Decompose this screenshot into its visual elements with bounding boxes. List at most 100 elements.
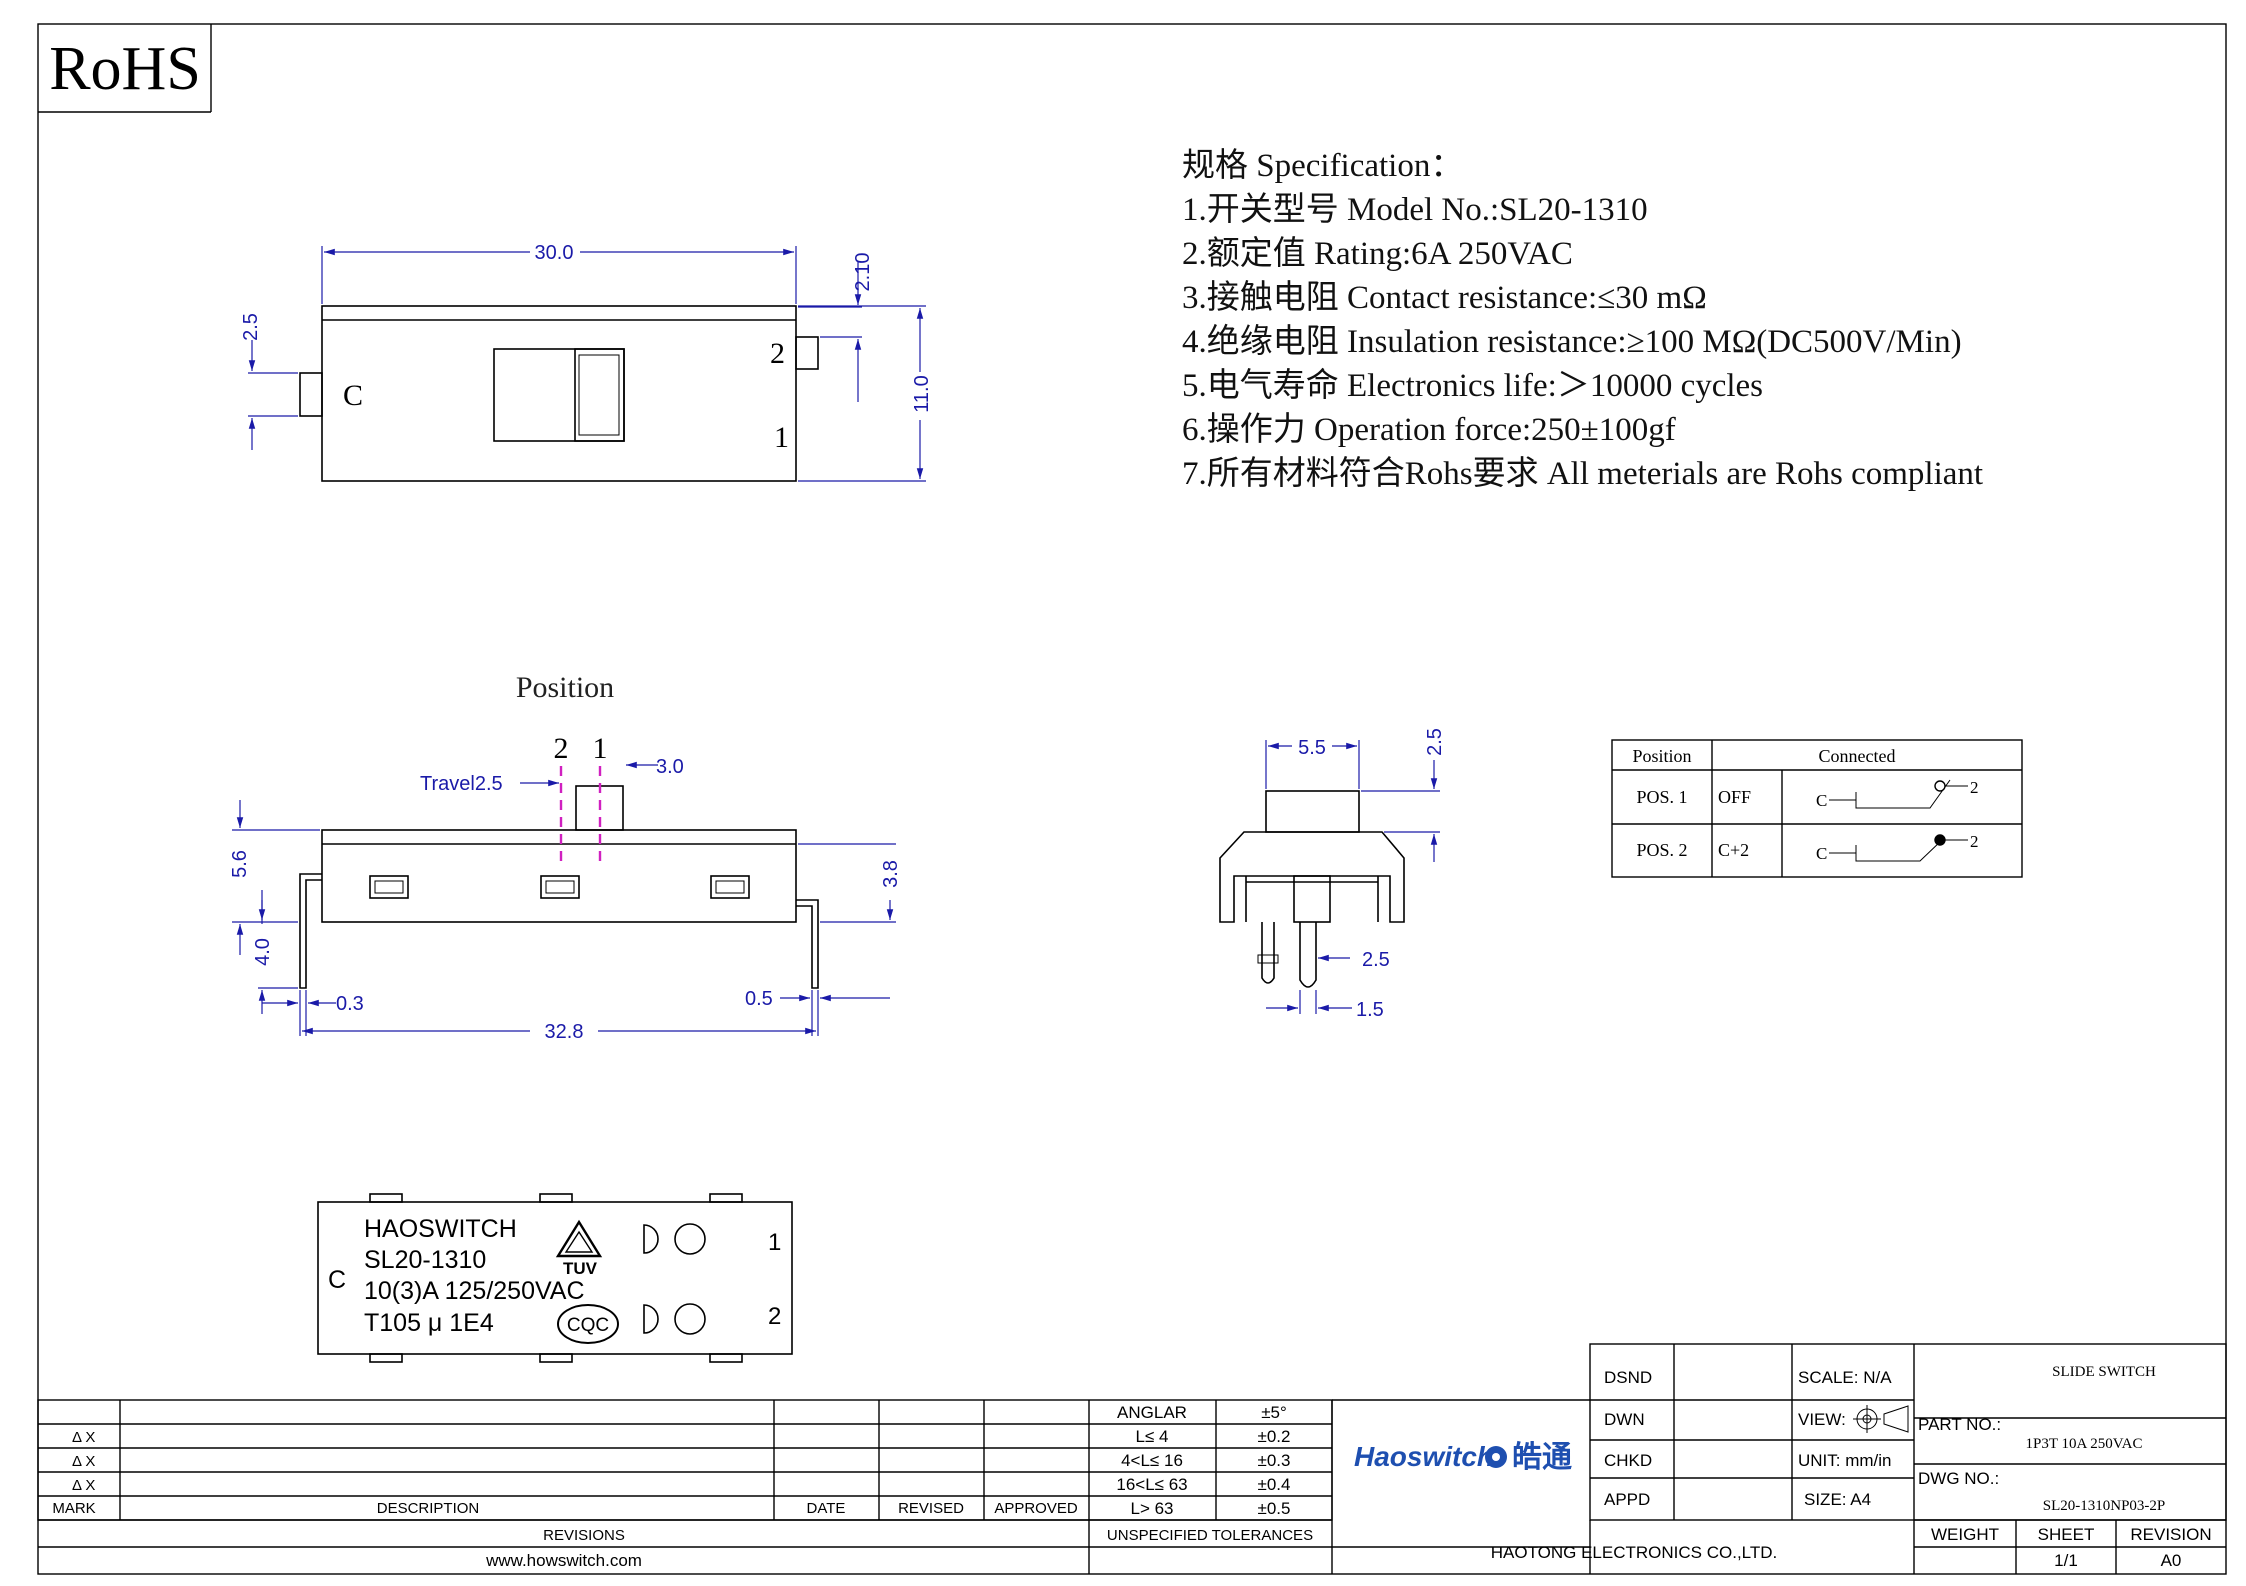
marking-label-2: 2 — [768, 1303, 781, 1330]
pos-1-label: POS. 1 — [1636, 787, 1687, 807]
dim-end-2-5-top: 2.5 — [1424, 728, 1446, 756]
company-name: HAOTONG ELECTRONICS CO.,LTD. — [1491, 1543, 1778, 1562]
logo-chinese: 皓通 — [1512, 1441, 1572, 1474]
haoswitch-logo: Haoswitch 皓通 — [1354, 1441, 1572, 1474]
dim-end-1-5: 1.5 — [1356, 999, 1384, 1021]
scale-label: SCALE: N/A — [1798, 1368, 1892, 1387]
spec-model: 1.开关型号 Model No.:SL20-1310 — [1182, 191, 1648, 228]
tol-value-4: ±0.5 — [1258, 1499, 1291, 1518]
tol-value-1: ±0.2 — [1258, 1427, 1291, 1446]
spec-rohs-compliant: 7.所有材料符合Rohs要求 All meterials are Rohs co… — [1182, 455, 1983, 492]
top-label-c: C — [343, 379, 363, 412]
position-1-label: 1 — [593, 732, 608, 765]
top-label-1: 1 — [774, 421, 789, 454]
tuv-label: TUV — [563, 1259, 598, 1278]
spec-contact-resistance: 3.接触电阻 Contact resistance:≤30 mΩ — [1182, 279, 1707, 316]
pos-2-label: POS. 2 — [1636, 840, 1687, 860]
cqc-logo-icon: CQC — [557, 1304, 619, 1344]
dim-travel: Travel2.5 — [420, 773, 503, 795]
dim-0-3: 0.3 — [336, 993, 364, 1015]
rev-row-3-mark: Δ X — [72, 1477, 95, 1494]
dsnd-label: DSND — [1604, 1368, 1652, 1387]
marking-label-1: 1 — [768, 1229, 781, 1256]
position-table: Position Connected POS. 1 OFF C 2 POS. 2… — [1611, 739, 2023, 878]
dim-32-8: 32.8 — [545, 1021, 584, 1043]
dim-3-8: 3.8 — [880, 860, 902, 888]
dim-5-5: 5.5 — [1298, 737, 1326, 759]
part-no-label: PART NO.: — [1918, 1415, 2001, 1434]
spec-insulation-resistance: 4.绝缘电阻 Insulation resistance:≥100 MΩ(DC5… — [1182, 323, 1962, 360]
tol-range-4: L> 63 — [1130, 1499, 1173, 1518]
revision-label: REVISION — [2130, 1525, 2211, 1544]
specification-list: 规格 Specification： 1.开关型号 Model No.:SL20-… — [1182, 147, 1983, 492]
position-title: Position — [516, 671, 614, 704]
dim-5-6: 5.6 — [229, 850, 251, 878]
dim-actuator-3-0: 3.0 — [656, 756, 684, 778]
dwn-label: DWN — [1604, 1410, 1645, 1429]
pos-1-c: C — [1816, 791, 1827, 810]
tol-range-2: 4<L≤ 16 — [1121, 1451, 1183, 1470]
position-2-label: 2 — [554, 732, 569, 765]
tol-angular-range: ANGLAR — [1117, 1403, 1187, 1422]
top-view: C 2 1 30.0 2.5 2.10 11.0 — [240, 242, 933, 482]
tol-value-3: ±0.4 — [1258, 1475, 1291, 1494]
rev-row-2-mark: Δ X — [72, 1453, 95, 1470]
cqc-label: CQC — [567, 1315, 609, 1336]
dim-right-2-10: 2.10 — [852, 253, 874, 292]
marking-temp: T105 μ 1E4 — [364, 1309, 494, 1337]
dim-height-11: 11.0 — [911, 375, 933, 412]
view-label: VIEW: — [1798, 1410, 1846, 1429]
title-block: Δ X Δ X Δ X MARK DESCRIPTION DATE REVISE… — [37, 1343, 2227, 1574]
unit-label: UNIT: mm/in — [1798, 1451, 1892, 1470]
rohs-label: RoHS — [49, 35, 201, 103]
rohs-mark: RoHS — [38, 24, 212, 113]
sheet-value: 1/1 — [2054, 1551, 2078, 1570]
side-view: Position 2 1 Travel2.5 3.0 5.6 — [229, 671, 902, 1043]
tuv-logo-icon: TUV — [555, 1219, 603, 1278]
rev-col-date: DATE — [807, 1500, 846, 1517]
rev-col-mark: MARK — [52, 1500, 95, 1517]
rev-col-revised: REVISED — [898, 1500, 964, 1517]
spec-heading: 规格 Specification： — [1182, 147, 1463, 184]
dim-0-5: 0.5 — [745, 988, 773, 1010]
website-url[interactable]: www.howswitch.com — [485, 1551, 642, 1570]
tol-range-3: 16<L≤ 63 — [1116, 1475, 1187, 1494]
marking-model: SL20-1310 — [364, 1246, 486, 1274]
rev-col-description: DESCRIPTION — [377, 1500, 480, 1517]
marking-brand: HAOSWITCH — [364, 1215, 517, 1243]
size-label: SIZE: A4 — [1804, 1490, 1871, 1509]
marking-view: HAOSWITCH SL20-1310 10(3)A 125/250VAC T1… — [317, 1193, 793, 1363]
spec-electronics-life: 5.电气寿命 Electronics life:＞10000 cycles — [1182, 367, 1763, 404]
rev-row-1-mark: Δ X — [72, 1429, 95, 1446]
pos-2-state: C+2 — [1718, 840, 1749, 860]
dwg-no-value: SL20-1310NP03-2P — [2043, 1498, 2166, 1514]
pos-table-header-position: Position — [1632, 746, 1691, 766]
dim-width-30: 30.0 — [535, 242, 574, 264]
pos-table-header-connected: Connected — [1819, 746, 1896, 766]
pos-2-n: 2 — [1970, 832, 1979, 851]
drawing-title: SLIDE SWITCH — [2052, 1364, 2156, 1380]
dim-left-2-5: 2.5 — [240, 313, 262, 341]
marking-label-c: C — [328, 1266, 346, 1294]
sheet-label: SHEET — [2038, 1525, 2095, 1544]
pos-2-c: C — [1816, 844, 1827, 863]
sheet-border — [37, 23, 2227, 1575]
chkd-label: CHKD — [1604, 1451, 1652, 1470]
top-label-2: 2 — [770, 337, 785, 370]
rev-col-approved: APPROVED — [994, 1500, 1078, 1517]
ul-marks-icon — [643, 1223, 706, 1335]
end-view: 5.5 2.5 2.5 1.5 — [1219, 728, 1446, 1021]
part-no-value: 1P3T 10A 250VAC — [2026, 1436, 2143, 1452]
weight-label: WEIGHT — [1931, 1525, 1999, 1544]
tol-range-1: L≤ 4 — [1136, 1427, 1169, 1446]
spec-operation-force: 6.操作力 Operation force:250±100gf — [1182, 411, 1676, 448]
tol-value-2: ±0.3 — [1258, 1451, 1291, 1470]
spec-rating: 2.额定值 Rating:6A 250VAC — [1182, 235, 1573, 272]
tol-angular-value: ±5° — [1261, 1403, 1287, 1422]
pos-1-n: 2 — [1970, 778, 1979, 797]
marking-rating: 10(3)A 125/250VAC — [364, 1277, 585, 1305]
dim-4-0: 4.0 — [252, 938, 274, 966]
dwg-no-label: DWG NO.: — [1918, 1469, 1999, 1488]
tolerances-caption: UNSPECIFIED TOLERANCES — [1107, 1527, 1313, 1544]
